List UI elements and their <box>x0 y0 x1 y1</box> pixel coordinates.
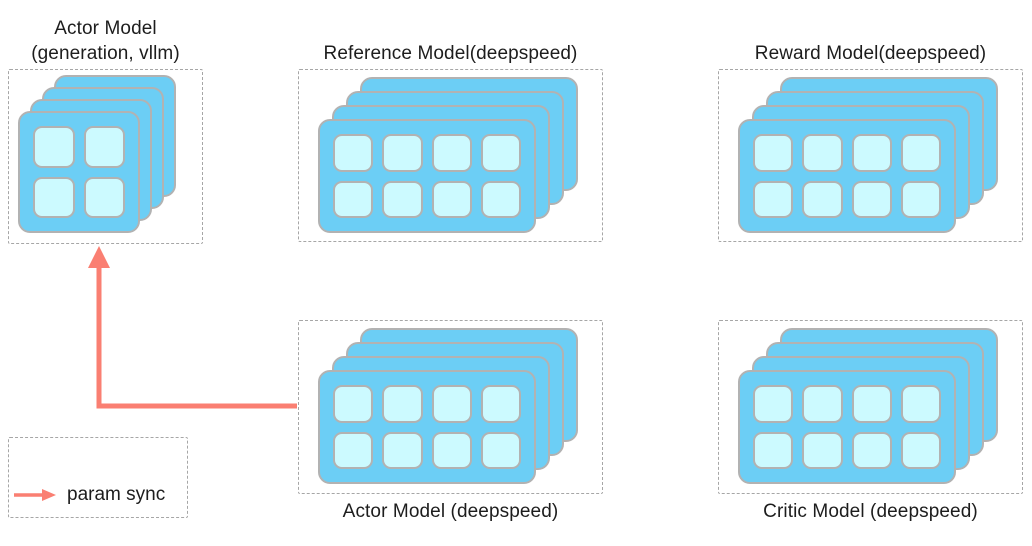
group-actor-model-vllm[interactable]: Actor Model (generation, vllm) <box>8 18 203 244</box>
card-layer-1-front <box>738 119 956 233</box>
dashed-container-reward-model <box>718 69 1023 242</box>
card-chip <box>753 134 794 172</box>
card-layer-1-front <box>18 111 140 233</box>
card-chip <box>900 134 941 172</box>
card-chip <box>851 134 892 172</box>
card-chip <box>851 180 892 218</box>
card-chip <box>382 431 423 469</box>
card-stack-actor-model-deepspeed <box>318 328 588 486</box>
card-chip <box>480 134 521 172</box>
card-chip <box>431 134 472 172</box>
card-chip <box>382 385 423 423</box>
card-chip <box>431 385 472 423</box>
card-chip <box>802 385 843 423</box>
card-chip <box>753 431 794 469</box>
card-layer-1-front <box>738 370 956 484</box>
group-title-reference-model: Reference Model(deepspeed) <box>323 43 578 64</box>
card-chip <box>333 134 374 172</box>
card-chip <box>851 385 892 423</box>
group-reward-model[interactable]: Reward Model(deepspeed) <box>718 43 1023 242</box>
card-chip <box>83 176 125 218</box>
card-chip <box>333 385 374 423</box>
card-stack-reference-model <box>318 77 588 235</box>
dashed-container-actor-model-vllm <box>8 69 203 244</box>
card-stack-reward-model <box>738 77 1008 235</box>
card-chip <box>900 180 941 218</box>
group-reference-model[interactable]: Reference Model(deepspeed) <box>298 43 603 242</box>
card-chip <box>83 126 125 168</box>
param-sync-arrow-line <box>96 262 297 409</box>
param-sync-arrow-head <box>88 246 110 268</box>
card-chip <box>753 180 794 218</box>
param-sync-arrow[interactable] <box>88 246 297 409</box>
group-actor-model-deepspeed[interactable]: Actor Model (deepspeed) <box>298 320 603 522</box>
card-chip <box>382 180 423 218</box>
param-sync-legend-arrow-icon <box>14 489 56 501</box>
group-title-reward-model: Reward Model(deepspeed) <box>754 43 987 64</box>
dashed-container-reference-model <box>298 69 603 242</box>
card-chip <box>431 180 472 218</box>
legend-label-param-sync: param sync <box>67 484 166 505</box>
card-chip <box>802 134 843 172</box>
legend-row-param-sync: param sync <box>14 484 165 506</box>
card-chip <box>480 431 521 469</box>
card-layer-1-front <box>318 370 536 484</box>
legend-box[interactable]: param sync <box>8 437 188 518</box>
dashed-container-actor-model-deepspeed <box>298 320 603 494</box>
card-stack-actor-model-vllm <box>18 75 188 235</box>
group-title-critic-model: Critic Model (deepspeed) <box>763 501 978 522</box>
card-chip <box>431 431 472 469</box>
card-chip <box>333 431 374 469</box>
card-chip <box>802 431 843 469</box>
card-chip <box>33 176 75 218</box>
card-chip <box>900 431 941 469</box>
card-chip <box>480 385 521 423</box>
card-chip <box>382 134 423 172</box>
card-chip <box>333 180 374 218</box>
card-chip <box>900 385 941 423</box>
card-chip <box>33 126 75 168</box>
card-chip <box>851 431 892 469</box>
dashed-container-legend <box>8 437 188 518</box>
card-chip <box>802 180 843 218</box>
card-layer-1-front <box>318 119 536 233</box>
group-title-actor-model-deepspeed: Actor Model (deepspeed) <box>342 501 559 522</box>
dashed-container-critic-model <box>718 320 1023 494</box>
card-chip <box>753 385 794 423</box>
group-title-actor-model-vllm: Actor Model (generation, vllm) <box>31 18 180 64</box>
card-chip <box>480 180 521 218</box>
group-critic-model[interactable]: Critic Model (deepspeed) <box>718 320 1023 522</box>
card-stack-critic-model <box>738 328 1008 486</box>
